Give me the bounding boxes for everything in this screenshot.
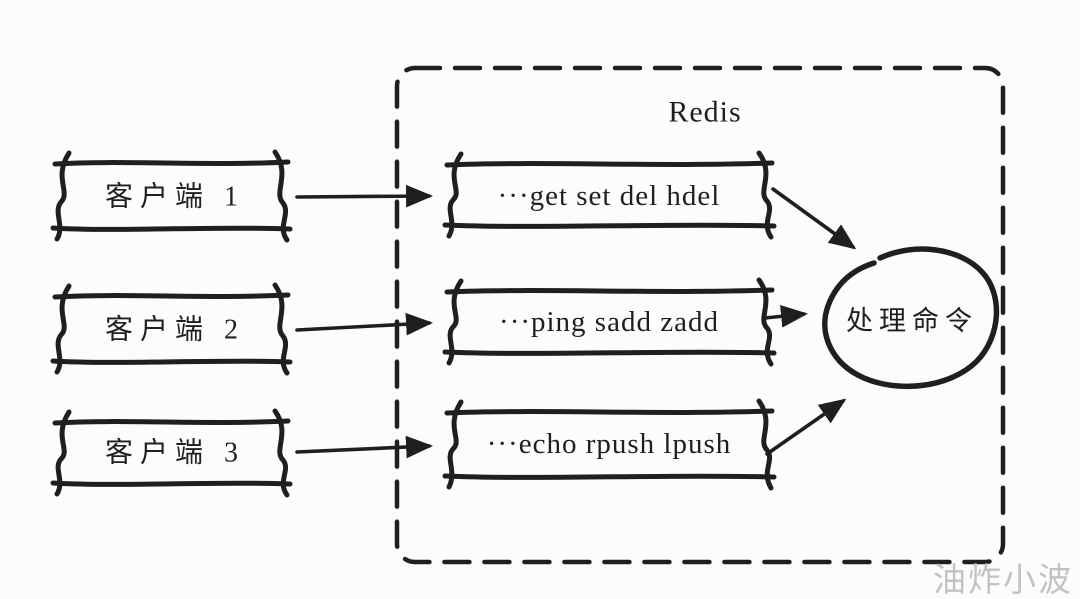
box-edge-top [444,287,775,295]
arrow-queue2-to-processor [763,305,809,328]
box-edge-top [444,160,775,168]
box-edge-right [272,408,290,498]
client-1-label: 客户端 1 [105,181,245,213]
redis-title: Redis [668,96,741,129]
box-edge-bottom [50,480,293,487]
box-edge-right [756,398,774,491]
client-3-label: 客户端 3 [105,437,245,469]
arrow-client2-to-queue2 [295,312,434,336]
box-edge-bottom [442,473,777,480]
command-queue-box-2: ···ping sadd zadd [442,277,777,367]
box-edge-top [52,292,291,300]
box-edge-right [756,150,774,240]
command-queue-box-3: ···echo rpush lpush [442,398,777,491]
box-edge-bottom [50,225,293,232]
command-queue-2-label: ···ping sadd zadd [499,306,719,338]
command-queue-3-label: ···echo rpush lpush [487,428,732,460]
watermark: 油炸小波 [933,561,1073,598]
box-edge-top [52,159,291,167]
command-processor: 处理命令 [822,246,1000,390]
client-box-1: 客户端 1 [50,149,293,243]
box-edge-left [54,409,72,497]
box-edge-bottom [442,222,777,229]
command-queue-1-label: ···get set del hdel [498,180,721,212]
box-edge-left [54,283,72,375]
redis-boundary-outline [394,65,1006,565]
arrow-queue1-to-processor [771,187,857,250]
arrow-client1-to-queue1 [295,184,434,208]
box-edge-right [756,277,774,367]
processor-blob-outline [822,246,1000,390]
client-2-label: 客户端 2 [105,314,245,346]
box-edge-top [52,418,291,426]
redis-boundary-box: Redis [394,65,1006,565]
client-box-3: 客户端 3 [50,408,293,498]
box-edge-right [272,149,290,243]
box-edge-left [54,150,72,242]
box-edge-left [446,278,464,366]
arrow-client3-to-queue3 [295,435,434,459]
box-edge-bottom [50,358,293,365]
box-edge-left [446,399,464,490]
box-edge-right [272,282,290,376]
box-edge-left [446,151,464,239]
processor-label: 处理命令 [846,306,978,336]
command-queue-box-1: ···get set del hdel [442,150,777,240]
box-edge-bottom [442,349,777,356]
arrow-queue3-to-processor [765,398,847,456]
box-edge-top [444,408,775,416]
client-box-2: 客户端 2 [50,282,293,376]
